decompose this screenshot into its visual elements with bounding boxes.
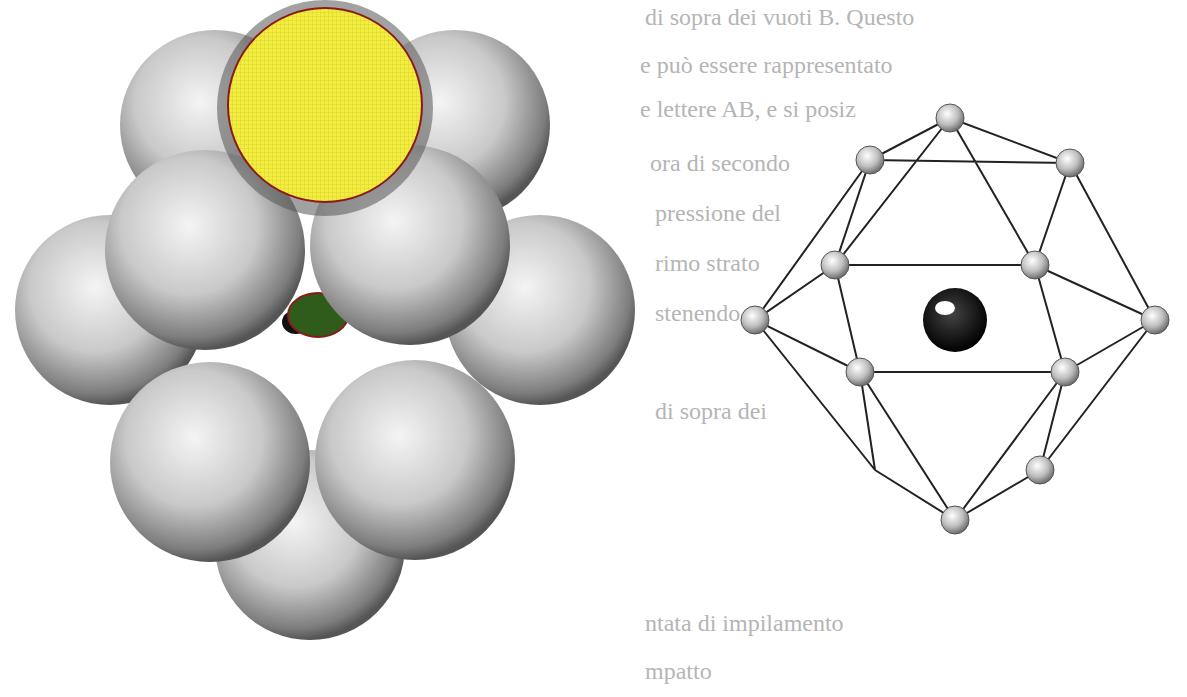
wireframe (755, 118, 1155, 520)
yellow-sphere (228, 8, 422, 202)
watermark-text: di sopra dei (655, 398, 767, 424)
watermark-text: mpatto (645, 658, 712, 684)
atom (821, 251, 849, 279)
atom (941, 506, 969, 534)
atom (1141, 306, 1169, 334)
sphere-cluster (15, 0, 635, 640)
watermark-text: di sopra dei vuoti B. Questo (645, 4, 914, 30)
atom (741, 306, 769, 334)
atom (936, 104, 964, 132)
sphere (315, 360, 515, 560)
watermark-text: ntata di impilamento (645, 610, 844, 636)
atom (1051, 358, 1079, 386)
highlight (935, 301, 955, 315)
watermark-text: e può essere rappresentato (640, 52, 893, 78)
watermark-text: e lettere AB, e si posiz (640, 96, 856, 122)
watermark-text: rimo strato (655, 250, 760, 276)
atom (856, 146, 884, 174)
cuboctahedron (755, 118, 1155, 520)
watermark-text: ora di secondo (650, 150, 790, 176)
sphere (110, 362, 310, 562)
central-atom (923, 288, 987, 352)
watermark-text: pressione del (655, 200, 781, 226)
lattice-atoms (741, 104, 1169, 534)
atom (1026, 456, 1054, 484)
sphere-shadow (217, 0, 433, 216)
atom (1056, 149, 1084, 177)
atom (846, 358, 874, 386)
atom (1021, 251, 1049, 279)
watermark-text: stenendo (655, 300, 740, 326)
